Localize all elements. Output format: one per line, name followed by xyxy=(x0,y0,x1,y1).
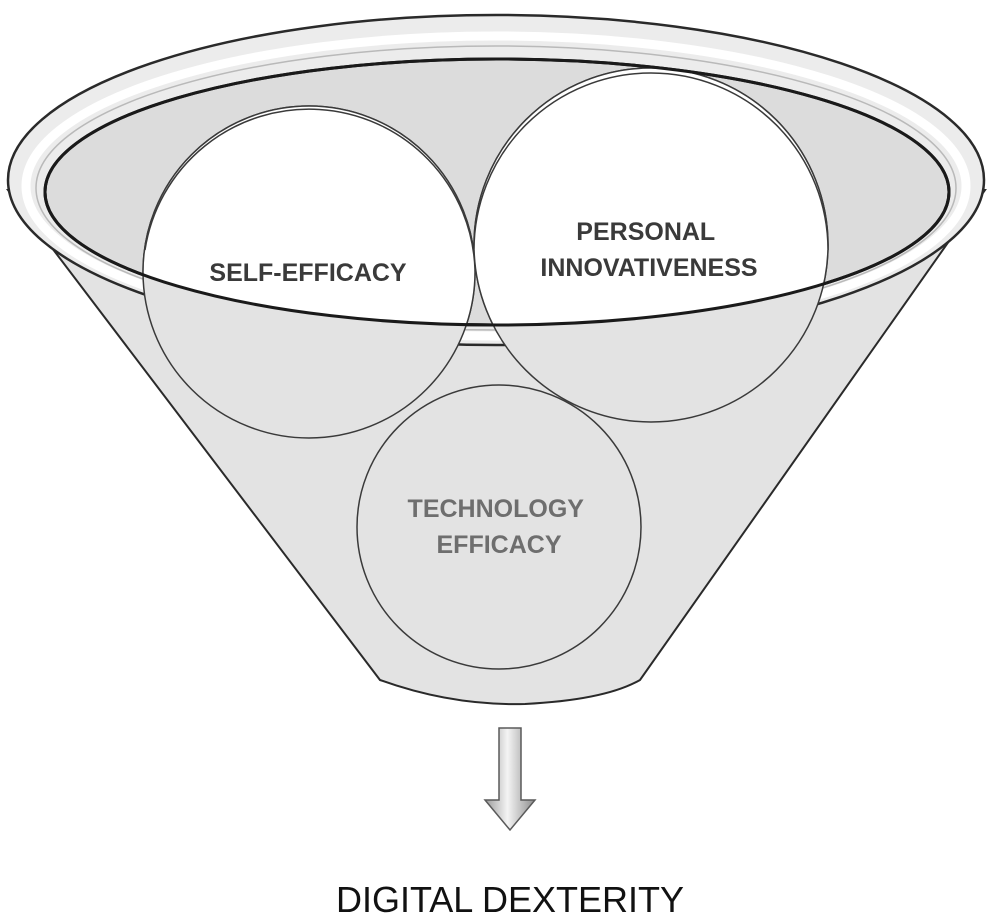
technology-efficacy-label: TECHNOLOGY EFFICACY xyxy=(408,495,591,559)
funnel-rim-highlight xyxy=(21,31,971,341)
technology-efficacy-circle xyxy=(356,384,642,670)
output-label: DIGITAL DEXTERITY xyxy=(336,879,684,920)
self-efficacy-label: SELF-EFFICACY xyxy=(209,259,407,287)
down-arrow-icon xyxy=(483,727,537,832)
personal-innovativeness-label: PERSONAL INNOVATIVENESS xyxy=(540,218,757,282)
